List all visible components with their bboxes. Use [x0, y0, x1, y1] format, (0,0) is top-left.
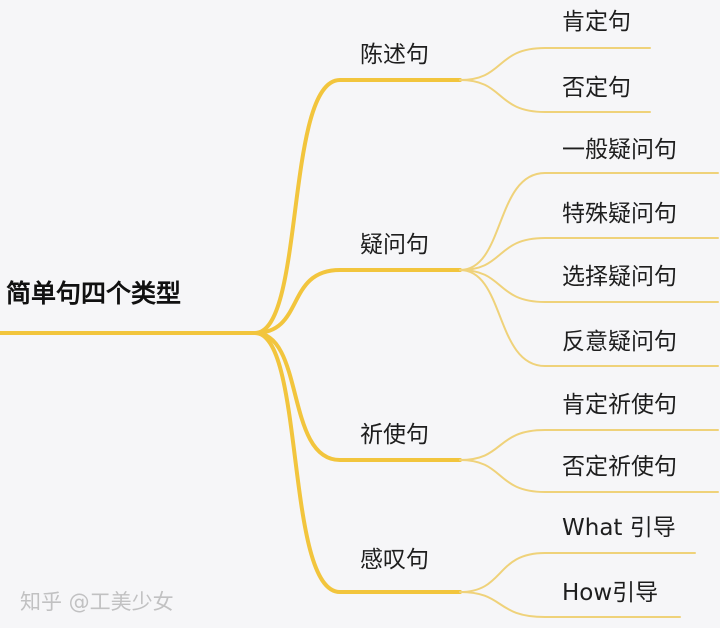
- leaf-line: [459, 172, 719, 271]
- branch-line: [253, 268, 462, 335]
- branch-exclamatory: 感叹句: [360, 547, 429, 573]
- leaf-alternative-question: 选择疑问句: [562, 264, 677, 290]
- branch-line: [253, 331, 462, 594]
- leaf-line: [459, 552, 696, 593]
- leaf-affirmative: 肯定句: [562, 9, 631, 35]
- branch-line: [253, 331, 462, 462]
- branch-imperative: 祈使句: [360, 422, 429, 448]
- leaf-line: [459, 269, 719, 367]
- leaf-general-question: 一般疑问句: [562, 137, 677, 163]
- leaf-affirmative-imperative: 肯定祈使句: [562, 392, 677, 418]
- root-node: 简单句四个类型: [6, 279, 182, 308]
- leaf-line: [459, 237, 719, 271]
- leaf-line: [459, 591, 681, 618]
- branch-interrogative: 疑问句: [360, 232, 429, 258]
- leaf-line: [459, 269, 719, 303]
- leaf-tag-question: 反意疑问句: [562, 329, 677, 355]
- leaf-line: [459, 459, 719, 493]
- branch-line: [253, 78, 462, 335]
- leaf-how-led: How引导: [562, 580, 659, 606]
- leaf-negative: 否定句: [562, 75, 631, 101]
- leaf-line: [459, 79, 651, 113]
- watermark: 知乎 @工美少女: [20, 590, 174, 614]
- leaf-line: [459, 47, 651, 81]
- leaf-what-led: What 引导: [562, 515, 676, 541]
- branch-declarative: 陈述句: [360, 42, 429, 68]
- leaf-special-question: 特殊疑问句: [562, 201, 677, 227]
- leaf-negative-imperative: 否定祈使句: [562, 454, 677, 480]
- leaf-line: [459, 429, 719, 461]
